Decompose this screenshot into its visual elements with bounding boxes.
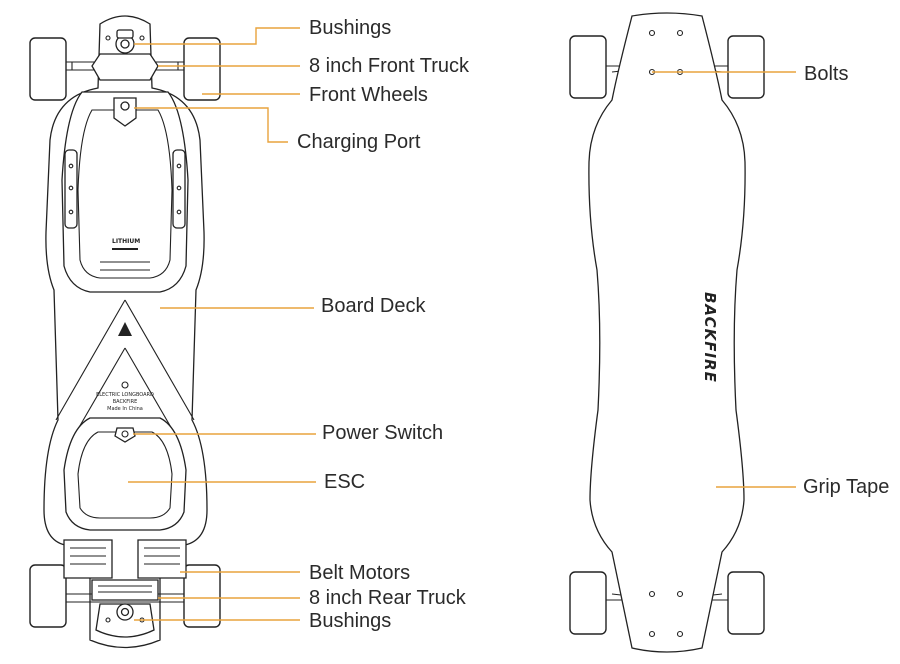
- label-bolts: Bolts: [804, 63, 849, 85]
- leader-charging-port: [134, 107, 288, 143]
- rear-wheel-right: [183, 564, 221, 628]
- top-front-wheel-right: [727, 35, 765, 99]
- leader-lines: [128, 27, 796, 621]
- deck-graphic: ELECTRIC LONGBOARD BACKFIRE Made In Chin…: [55, 299, 195, 437]
- top-front-wheel-left: [569, 35, 607, 99]
- top-rear-wheel-right: [727, 571, 765, 635]
- grip-tape-deck-outline: [588, 12, 746, 653]
- label-esc: ESC: [324, 471, 366, 493]
- deck-text-line2: BACKFIRE: [113, 399, 138, 405]
- deck-text-line3: Made In China: [107, 406, 143, 412]
- label-grip-tape: Grip Tape: [803, 476, 890, 498]
- rear-wheel-left: [29, 564, 67, 628]
- top-view-board: BACKFIRE: [569, 12, 765, 653]
- front-truck: [66, 29, 184, 81]
- leader-bushings-top: [134, 27, 300, 45]
- label-front-wheels: Front Wheels: [309, 84, 428, 106]
- rear-drive-assembly: [63, 539, 187, 638]
- front-wheel-left: [29, 37, 67, 101]
- front-wheel-right: [183, 37, 221, 101]
- esc-enclosure: [63, 417, 187, 531]
- label-board-deck: Board Deck: [321, 295, 426, 317]
- label-front-truck: 8 inch Front Truck: [309, 55, 470, 77]
- bottom-view-board: LITHIUM ELECTRIC LONGBOARD BACKFIRE Made…: [29, 15, 221, 649]
- deck-text-line1: ELECTRIC LONGBOARD: [96, 392, 154, 398]
- label-power-switch: Power Switch: [322, 422, 444, 444]
- label-rear-truck: 8 inch Rear Truck: [309, 587, 466, 609]
- battery-brand-mark: LITHIUM: [112, 238, 140, 245]
- top-rear-wheel-left: [569, 571, 607, 635]
- grip-tape-logo: BACKFIRE: [701, 292, 719, 383]
- label-belt-motors: Belt Motors: [309, 562, 411, 584]
- bolt-holes: [648, 29, 684, 638]
- label-bushings-bottom: Bushings: [309, 610, 392, 632]
- label-bushings-top: Bushings: [309, 17, 392, 39]
- label-charging-port: Charging Port: [297, 131, 421, 153]
- battery-enclosure: LITHIUM: [61, 91, 189, 293]
